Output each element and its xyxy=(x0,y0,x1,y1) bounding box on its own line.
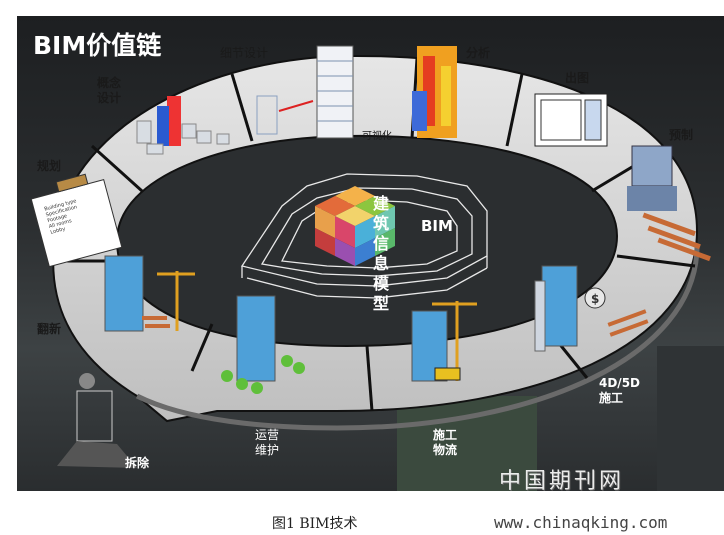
operation-tower-icon xyxy=(221,295,305,394)
stage-label-operation: 运营维护 xyxy=(255,428,280,457)
prefab-machine-icon xyxy=(627,145,711,262)
figure-graphics: $ xyxy=(30,45,724,491)
core-label-chinese: 建筑信息模型 xyxy=(373,194,390,313)
core-label-english: BIM xyxy=(421,217,453,235)
watermark: 中国期刊网 xyxy=(499,469,625,491)
stage-label-renovation: 翻新 xyxy=(37,322,62,336)
figure-caption: 图1 BIM技术 xyxy=(272,516,358,532)
stage-label-planning: 规划 xyxy=(37,159,62,173)
stage-label-logistics: 施工物流 xyxy=(433,428,458,457)
bim-cube-logo xyxy=(315,186,395,266)
stage-label-demolition: 拆除 xyxy=(125,456,150,470)
stage-label-4d5d-construction: 4D/5D施工 xyxy=(599,376,641,405)
stage-label-analysis: 分析 xyxy=(466,46,491,60)
detail-design-tower-icon xyxy=(256,45,354,139)
stage-label-drawing: 出图 xyxy=(565,71,590,85)
bim-value-chain-figure: $ xyxy=(17,16,724,491)
svg-text:$: $ xyxy=(591,292,599,306)
stage-label-prefab: 预制 xyxy=(669,128,694,142)
source-url: www.chinaqking.com xyxy=(494,513,668,532)
demolition-rubble-icon xyxy=(57,373,137,468)
clipboard-icon xyxy=(30,173,123,268)
analysis-tower-icon xyxy=(412,46,457,138)
renovation-tower-icon xyxy=(104,255,195,332)
construction-4d-tower-icon: $ xyxy=(534,265,649,352)
stage-label-visualization: 可视化 xyxy=(362,131,392,142)
concept-buildings-icon xyxy=(136,96,230,155)
stage-label-concept-design: 概念设计 xyxy=(97,76,122,105)
logistics-tower-icon xyxy=(411,301,477,382)
drawing-sheet-icon xyxy=(534,93,608,147)
diagram-title: BIM价值链 xyxy=(33,31,162,60)
stage-label-detail-design: 细节设计 xyxy=(220,46,269,60)
